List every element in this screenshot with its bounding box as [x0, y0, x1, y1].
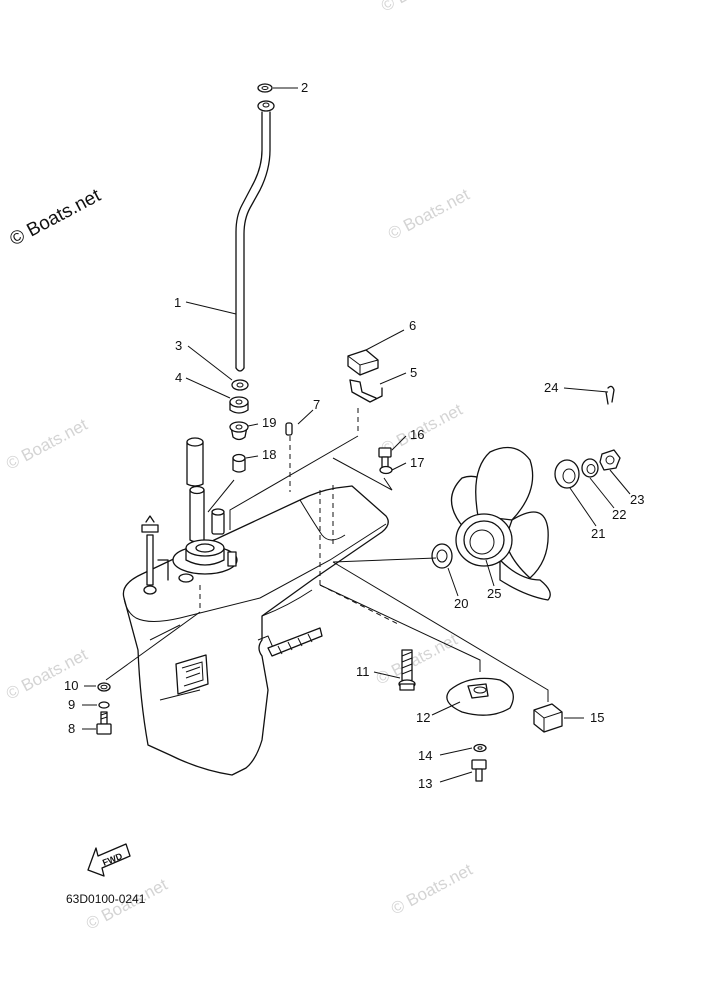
- fwd-arrow: FWD: [87, 843, 131, 877]
- dowel-pin: [285, 422, 293, 436]
- callout-13: 13: [418, 776, 432, 791]
- callout-8: 8: [68, 721, 75, 736]
- callout-19: 19: [262, 415, 276, 430]
- copyright-text: © Boats.net: [6, 185, 104, 251]
- watermark-upper-right: © Boats.net: [385, 185, 473, 244]
- callout-3: 3: [175, 338, 182, 353]
- callout-labels: 1 2 3 4 5 6 7 8 9 10 11 12 13 14 15 16 1…: [64, 80, 644, 791]
- callout-25: 25: [487, 586, 501, 601]
- bolt-8-washers: [96, 682, 112, 735]
- watermark-top-right: © Boats.net: [378, 0, 466, 16]
- lower-unit-casing: [122, 485, 389, 776]
- callout-17: 17: [410, 455, 424, 470]
- callout-20: 20: [454, 596, 468, 611]
- callout-21: 21: [591, 526, 605, 541]
- callout-14: 14: [418, 748, 432, 763]
- callout-12: 12: [416, 710, 430, 725]
- callout-7: 7: [313, 397, 320, 412]
- watermark-mid-left: © Boats.net: [3, 415, 91, 474]
- callout-6: 6: [409, 318, 416, 333]
- watermark-bottom-right: © Boats.net: [388, 860, 476, 919]
- callout-2: 2: [301, 80, 308, 95]
- callout-4: 4: [175, 370, 182, 385]
- rod-bushings: [229, 379, 249, 473]
- callout-11: 11: [356, 664, 370, 679]
- callout-15: 15: [590, 710, 604, 725]
- callout-16: 16: [410, 427, 424, 442]
- shift-rod: [235, 83, 275, 372]
- callout-1: 1: [174, 295, 181, 310]
- callout-leaders: [82, 87, 631, 783]
- callout-24: 24: [544, 380, 558, 395]
- watermark-lower-right: © Boats.net: [373, 630, 461, 689]
- lower-plates-fasteners: [398, 649, 563, 782]
- callout-18: 18: [262, 447, 276, 462]
- callout-5: 5: [410, 365, 417, 380]
- diagram-code: 63D0100-0241: [66, 892, 146, 906]
- callout-22: 22: [612, 507, 626, 522]
- connector-lines: [105, 408, 549, 702]
- bolt-16: [378, 447, 393, 475]
- propeller-assembly: [431, 385, 621, 601]
- watermark-lower-left: © Boats.net: [3, 645, 91, 704]
- drive-shaft: [186, 437, 205, 543]
- callout-10: 10: [64, 678, 78, 693]
- trim-anode-parts: [347, 349, 383, 403]
- callout-9: 9: [68, 697, 75, 712]
- callout-23: 23: [630, 492, 644, 507]
